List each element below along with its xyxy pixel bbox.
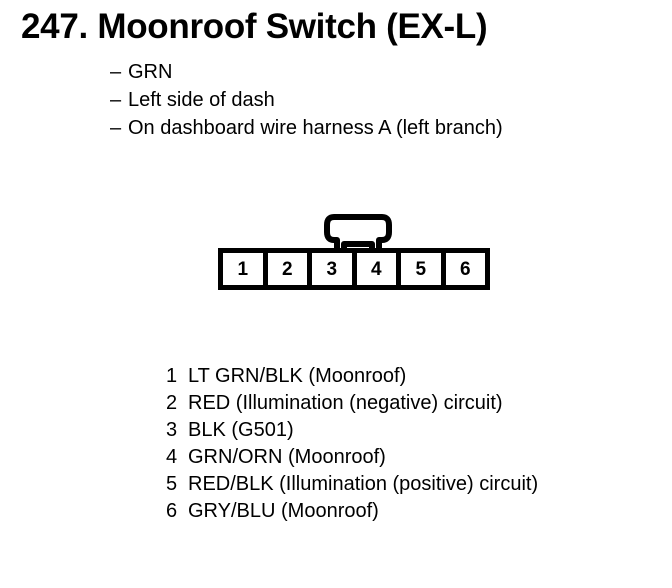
pin-legend-number: 6 <box>166 500 178 522</box>
connector-pin-2[interactable]: 2 <box>267 253 307 285</box>
pin-legend-number: 5 <box>166 473 178 495</box>
descriptor-text: Left side of dash <box>128 89 275 111</box>
descriptor-text: GRN <box>128 61 173 83</box>
dash-icon: – <box>110 61 122 83</box>
connector-pin-4[interactable]: 4 <box>356 253 396 285</box>
connector-latch-icon <box>324 214 392 254</box>
pin-legend-row: 4 GRN/ORN (Moonroof) <box>166 444 656 471</box>
pin-legend-number: 1 <box>166 365 178 387</box>
pin-legend-description: RED (Illumination (negative) circuit) <box>188 392 503 414</box>
descriptor-list: – GRN – Left side of dash – On dashboard… <box>110 58 650 142</box>
pin-legend-number: 2 <box>166 392 178 414</box>
descriptor-line: – On dashboard wire harness A (left bran… <box>110 114 650 142</box>
pin-legend-description: GRN/ORN (Moonroof) <box>188 446 386 468</box>
pin-legend: 1 LT GRN/BLK (Moonroof) 2 RED (Illuminat… <box>166 363 656 525</box>
dash-icon: – <box>110 89 122 111</box>
connector-body: 1 2 3 4 5 6 <box>218 248 490 290</box>
pin-legend-description: BLK (G501) <box>188 419 294 441</box>
connector-pin-5[interactable]: 5 <box>401 253 441 285</box>
pin-legend-row: 1 LT GRN/BLK (Moonroof) <box>166 363 656 390</box>
pin-legend-row: 6 GRY/BLU (Moonroof) <box>166 498 656 525</box>
descriptor-line: – GRN <box>110 58 650 86</box>
pin-legend-row: 2 RED (Illumination (negative) circuit) <box>166 390 656 417</box>
pin-legend-description: RED/BLK (Illumination (positive) circuit… <box>188 473 539 495</box>
page-title: 247. Moonroof Switch (EX-L) <box>21 7 488 46</box>
connector-pin-1[interactable]: 1 <box>223 253 263 285</box>
pin-legend-description: GRY/BLU (Moonroof) <box>188 500 379 522</box>
pin-legend-row: 3 BLK (G501) <box>166 417 656 444</box>
pin-legend-number: 3 <box>166 419 178 441</box>
descriptor-line: – Left side of dash <box>110 86 650 114</box>
dash-icon: – <box>110 117 122 139</box>
pin-legend-row: 5 RED/BLK (Illumination (positive) circu… <box>166 471 656 498</box>
pin-legend-description: LT GRN/BLK (Moonroof) <box>188 365 407 387</box>
descriptor-text: On dashboard wire harness A (left branch… <box>128 117 503 139</box>
pin-legend-number: 4 <box>166 446 178 468</box>
connector-pin-6[interactable]: 6 <box>445 253 485 285</box>
connector-pin-3[interactable]: 3 <box>312 253 352 285</box>
connector-diagram: 1 2 3 4 5 6 <box>218 214 494 294</box>
